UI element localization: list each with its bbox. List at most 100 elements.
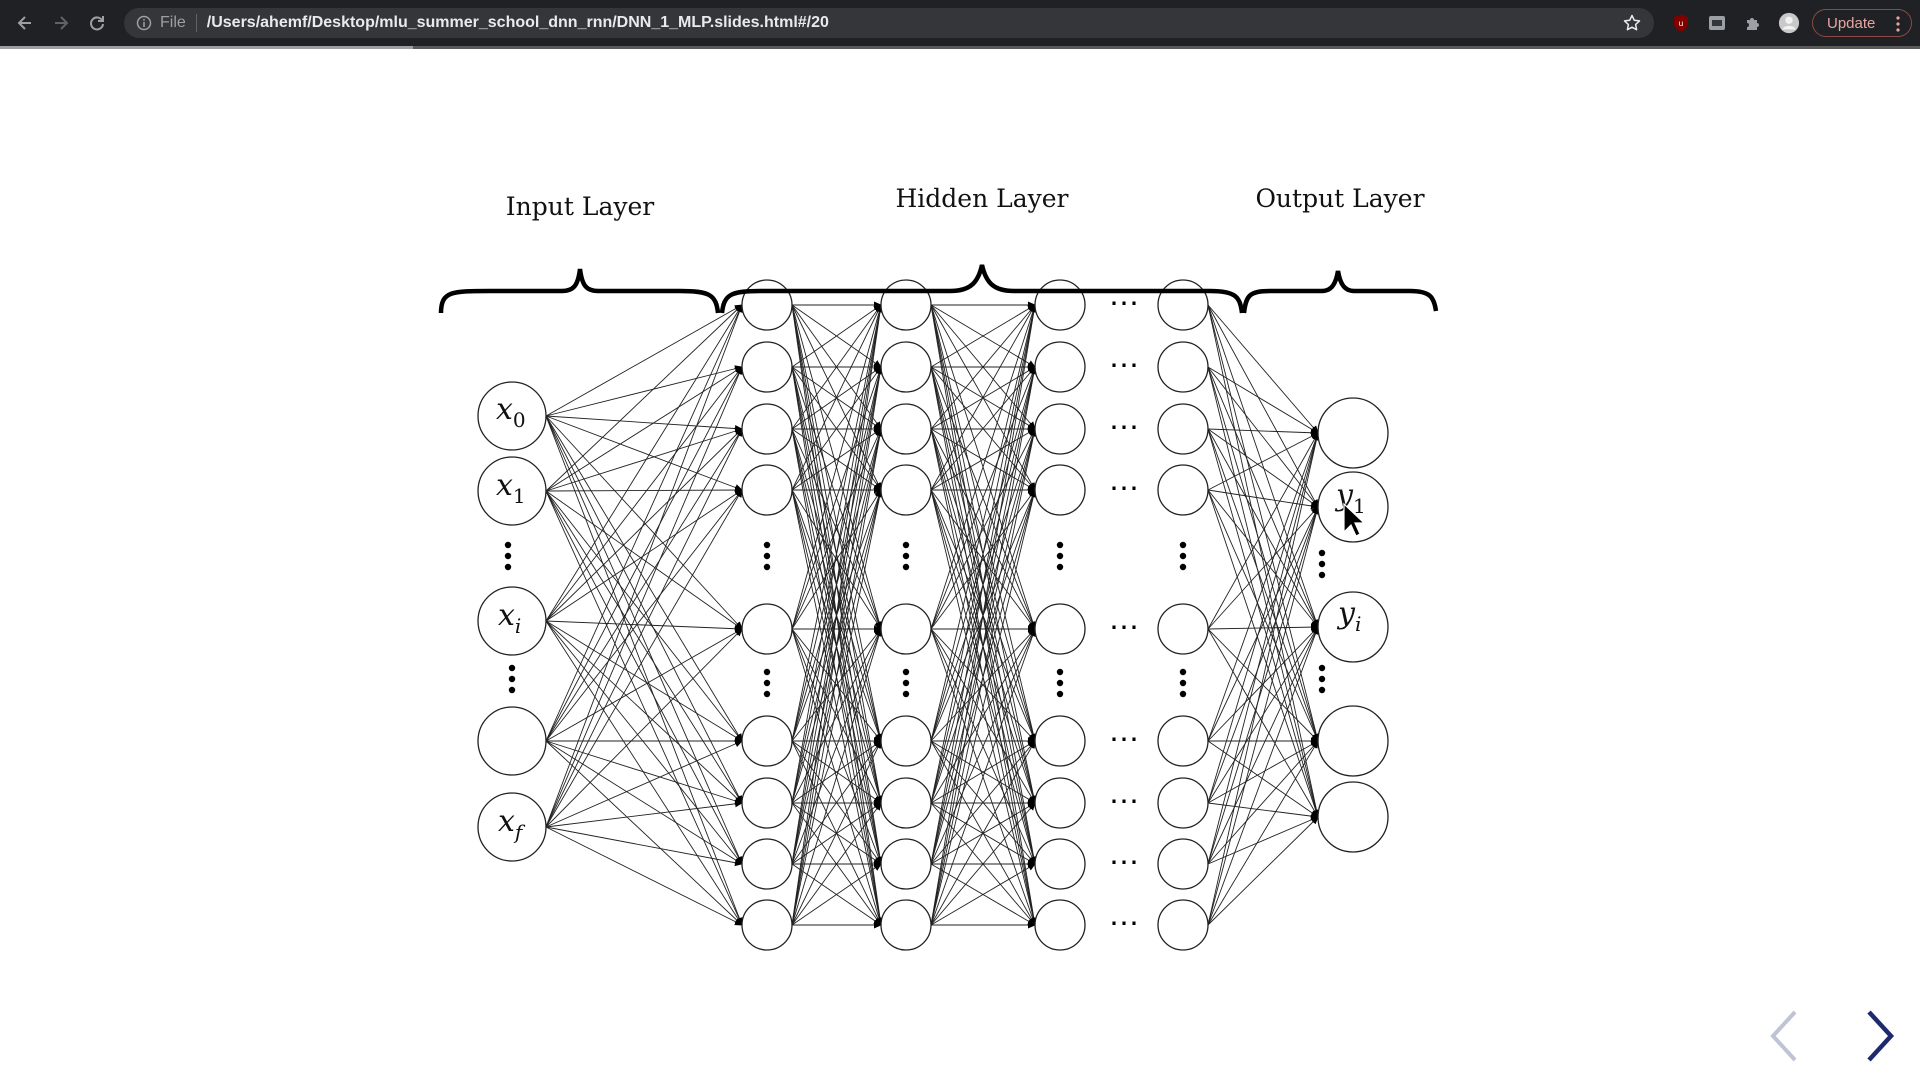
star-icon[interactable] — [1622, 13, 1642, 38]
connection-line — [1207, 506, 1320, 926]
connection-line — [791, 304, 884, 804]
hidden-vertical-ellipsis — [763, 668, 771, 676]
connection-line — [1207, 432, 1320, 926]
hidden-node — [741, 715, 793, 767]
next-slide-button[interactable] — [1856, 1001, 1906, 1071]
ublock-extension-icon[interactable]: u — [1670, 12, 1692, 34]
connection-line — [930, 304, 1037, 742]
connection-line — [791, 304, 882, 491]
hidden-vertical-ellipsis — [1179, 679, 1187, 687]
connection-line — [545, 366, 743, 828]
hidden-layer-label: Hidden Layer — [895, 184, 1068, 213]
connection-line — [1207, 428, 1319, 508]
hidden-node — [741, 464, 793, 516]
output-node-label-y1: y1 — [1334, 478, 1366, 518]
hidden-node — [1034, 715, 1086, 767]
connection-line — [791, 489, 884, 926]
connection-line — [545, 304, 743, 828]
connection-line — [930, 863, 1036, 926]
output-vertical-ellipsis — [1318, 560, 1326, 568]
hidden-vertical-ellipsis — [1056, 668, 1064, 676]
info-icon[interactable] — [136, 15, 152, 31]
hidden-vertical-ellipsis — [763, 690, 771, 698]
connection-line — [930, 428, 1037, 926]
browser-toolbar: File /Users/ahemf/Desktop/mlu_summer_sch… — [0, 0, 1920, 46]
connection-lines — [545, 301, 1320, 929]
connection-line — [791, 628, 883, 926]
update-button[interactable]: Update — [1812, 9, 1912, 37]
connection-line — [791, 304, 883, 630]
connection-line — [1207, 506, 1319, 630]
connection-line — [1207, 432, 1320, 865]
hidden-node — [741, 777, 793, 829]
url-text[interactable]: /Users/ahemf/Desktop/mlu_summer_school_d… — [206, 14, 829, 31]
media-extension-icon[interactable] — [1706, 12, 1728, 34]
output-node — [1317, 591, 1389, 663]
connection-line — [1207, 304, 1319, 434]
reload-icon — [90, 16, 104, 31]
puzzle-extensions-icon[interactable] — [1742, 12, 1764, 34]
output-node — [1317, 397, 1389, 469]
connection-line — [791, 428, 884, 926]
hidden-vertical-ellipsis — [902, 679, 910, 687]
input-node — [477, 381, 547, 451]
hidden-node — [1157, 899, 1209, 951]
kebab-menu-icon[interactable] — [1895, 16, 1901, 36]
hidden-vertical-ellipsis — [1056, 563, 1064, 571]
hidden-node — [741, 899, 793, 951]
connection-line — [545, 415, 743, 804]
back-button[interactable] — [8, 6, 42, 40]
hidden-vertical-ellipsis — [1179, 541, 1187, 549]
horizontal-ellipsis: ⋯ — [1109, 784, 1139, 819]
input-vertical-ellipsis — [508, 664, 516, 672]
mouse-pointer-icon — [1343, 502, 1366, 537]
hidden-vertical-ellipsis — [902, 552, 910, 560]
hidden-node — [880, 899, 932, 951]
prev-slide-button[interactable] — [1758, 1001, 1808, 1071]
connection-line — [1207, 506, 1320, 865]
connection-line — [930, 628, 1036, 865]
connection-line — [930, 740, 1036, 926]
connection-line — [545, 490, 743, 926]
input-node-label-x1: x1 — [496, 468, 526, 508]
connection-line — [545, 428, 743, 828]
hidden-node — [741, 279, 793, 331]
connection-line — [545, 620, 743, 804]
url-separator — [195, 14, 197, 32]
connection-line — [1207, 489, 1319, 742]
hidden-node — [1157, 603, 1209, 655]
connection-line — [545, 366, 743, 492]
forward-button[interactable] — [44, 6, 78, 40]
output-vertical-ellipsis — [1318, 675, 1326, 683]
address-bar[interactable]: File /Users/ahemf/Desktop/mlu_summer_sch… — [124, 8, 1654, 38]
hidden-node — [880, 464, 932, 516]
output-layer-label: Output Layer — [1255, 184, 1424, 213]
connection-line — [791, 740, 882, 926]
hidden-node — [880, 341, 932, 393]
connection-line — [545, 489, 743, 622]
connection-line — [1207, 432, 1319, 742]
connection-line — [545, 620, 743, 865]
input-vertical-ellipsis — [508, 675, 516, 683]
input-vertical-ellipsis — [504, 552, 512, 560]
hidden-node — [880, 279, 932, 331]
connection-line — [930, 304, 1037, 630]
hidden-node — [1157, 279, 1209, 331]
connection-line — [791, 304, 884, 865]
connection-line — [545, 620, 743, 633]
slide-progress-bar — [0, 46, 1920, 49]
connection-line — [1207, 740, 1319, 818]
output-vertical-ellipsis — [1318, 571, 1326, 579]
hidden-node — [880, 777, 932, 829]
connection-line — [545, 489, 743, 828]
connection-line — [545, 620, 743, 926]
connection-line — [930, 304, 1036, 430]
connection-line — [545, 490, 743, 630]
output-node — [1317, 781, 1389, 853]
hidden-vertical-ellipsis — [902, 668, 910, 676]
connection-line — [1207, 506, 1319, 742]
output-layer-brace — [1241, 270, 1439, 314]
hidden-node — [1034, 403, 1086, 455]
reload-button[interactable] — [80, 6, 114, 40]
profile-avatar-icon[interactable] — [1778, 12, 1800, 34]
